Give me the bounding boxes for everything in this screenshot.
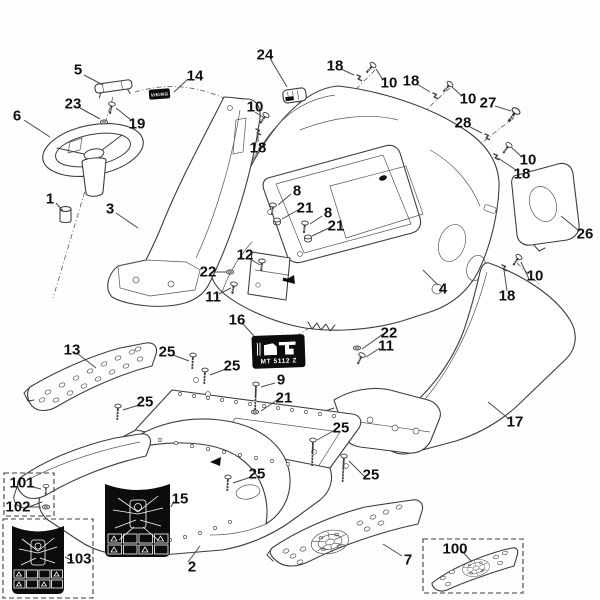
part-callout-28: 28 bbox=[454, 114, 472, 132]
part-callout-18: 18 bbox=[498, 287, 516, 305]
screw-19-icon bbox=[105, 100, 117, 116]
screw-kit-box bbox=[3, 472, 55, 517]
part-callout-25: 25 bbox=[332, 419, 350, 437]
part-callout-1: 1 bbox=[45, 190, 55, 208]
screw-25-icon bbox=[113, 403, 123, 422]
part-callout-6: 6 bbox=[12, 107, 22, 125]
part-callout-22: 22 bbox=[380, 324, 398, 342]
part-callout-27: 27 bbox=[479, 94, 497, 112]
part-callout-103: 103 bbox=[66, 550, 92, 568]
part-callout-8: 8 bbox=[323, 204, 333, 222]
warning-label-kit bbox=[2, 518, 94, 599]
footrest-plate-right-part bbox=[266, 499, 424, 567]
screw-27-icon bbox=[503, 105, 523, 126]
part-callout-13: 13 bbox=[63, 341, 81, 359]
part-callout-17: 17 bbox=[506, 413, 524, 431]
part-callout-14: 14 bbox=[186, 67, 204, 85]
screw-11-icon bbox=[353, 350, 367, 367]
part-callout-10: 10 bbox=[526, 267, 544, 285]
part-callout-23: 23 bbox=[64, 95, 82, 113]
part-callout-18: 18 bbox=[326, 57, 344, 75]
washer-102-icon bbox=[41, 504, 51, 510]
warning-label-part bbox=[105, 484, 170, 557]
part-callout-10: 10 bbox=[519, 151, 537, 169]
washer-21-icon bbox=[250, 409, 260, 415]
part-callout-8: 8 bbox=[292, 182, 302, 200]
part-callout-24: 24 bbox=[256, 46, 274, 64]
part-callout-21: 21 bbox=[327, 217, 345, 235]
part-callout-21: 21 bbox=[275, 389, 293, 407]
brand-plate-text: VIKING bbox=[150, 90, 169, 98]
part-callout-11: 11 bbox=[378, 337, 394, 355]
screw-25-icon bbox=[188, 352, 198, 371]
clip-18-icon bbox=[356, 74, 363, 82]
part-callout-10: 10 bbox=[459, 90, 477, 108]
part-callout-3: 3 bbox=[105, 200, 115, 218]
part-callout-15: 15 bbox=[171, 490, 189, 508]
model-plate: MT 5112 Z bbox=[251, 334, 306, 369]
part-callout-12: 12 bbox=[236, 246, 254, 264]
part-callout-11: 11 bbox=[205, 288, 221, 306]
part-callout-5: 5 bbox=[73, 61, 83, 79]
part-callout-7: 7 bbox=[403, 551, 413, 569]
part-callout-102: 102 bbox=[5, 498, 31, 516]
washer-22-icon bbox=[225, 269, 235, 275]
part-callout-25: 25 bbox=[136, 393, 154, 411]
part-callout-101: 101 bbox=[9, 474, 35, 492]
optional-plate-kit bbox=[422, 538, 524, 594]
clip-28-icon bbox=[484, 133, 491, 141]
screw-25-icon bbox=[200, 367, 210, 386]
part-callout-22: 22 bbox=[199, 263, 217, 281]
rear-fender-part bbox=[321, 262, 576, 455]
steering-wheel-part bbox=[42, 123, 144, 197]
part-callout-25: 25 bbox=[248, 465, 266, 483]
screw-10-icon bbox=[509, 252, 524, 269]
part-callout-18: 18 bbox=[513, 165, 531, 183]
vent-grille-part bbox=[282, 87, 307, 104]
part-callout-19: 19 bbox=[128, 115, 146, 133]
clip-18-icon bbox=[432, 92, 439, 100]
model-plate-text: MT 5112 Z bbox=[260, 357, 298, 366]
screw-10-icon bbox=[499, 140, 514, 157]
cover-flap-part bbox=[511, 162, 580, 252]
leader-lines bbox=[23, 59, 579, 563]
part-callout-4: 4 bbox=[438, 280, 448, 298]
part-callout-10: 10 bbox=[380, 74, 398, 92]
part-callout-10: 10 bbox=[246, 98, 264, 116]
part-callout-18: 18 bbox=[402, 72, 420, 90]
part-callout-25: 25 bbox=[158, 343, 176, 361]
part-callout-25: 25 bbox=[223, 357, 241, 375]
part-callout-100: 100 bbox=[442, 540, 468, 558]
part-callout-25: 25 bbox=[362, 466, 380, 484]
direction-arrows bbox=[210, 275, 295, 466]
screw-10-icon bbox=[362, 60, 378, 76]
washer-22-icon bbox=[352, 345, 362, 351]
part-callout-2: 2 bbox=[187, 558, 197, 576]
console-panel-part bbox=[107, 96, 261, 307]
washer-23-icon bbox=[99, 119, 109, 125]
part-callout-16: 16 bbox=[228, 311, 246, 329]
mount-bracket-part bbox=[247, 251, 291, 301]
part-callout-9: 9 bbox=[276, 371, 286, 389]
footrest-plate-left-part bbox=[23, 342, 158, 412]
part-callout-21: 21 bbox=[296, 199, 314, 217]
model-plate-logo-icon bbox=[251, 334, 305, 356]
clip-18-icon bbox=[493, 153, 500, 161]
part-callout-18: 18 bbox=[249, 139, 267, 157]
ignition-bracket-part bbox=[94, 79, 133, 99]
part-callout-26: 26 bbox=[576, 225, 594, 243]
brand-plate: VIKING bbox=[148, 88, 171, 100]
